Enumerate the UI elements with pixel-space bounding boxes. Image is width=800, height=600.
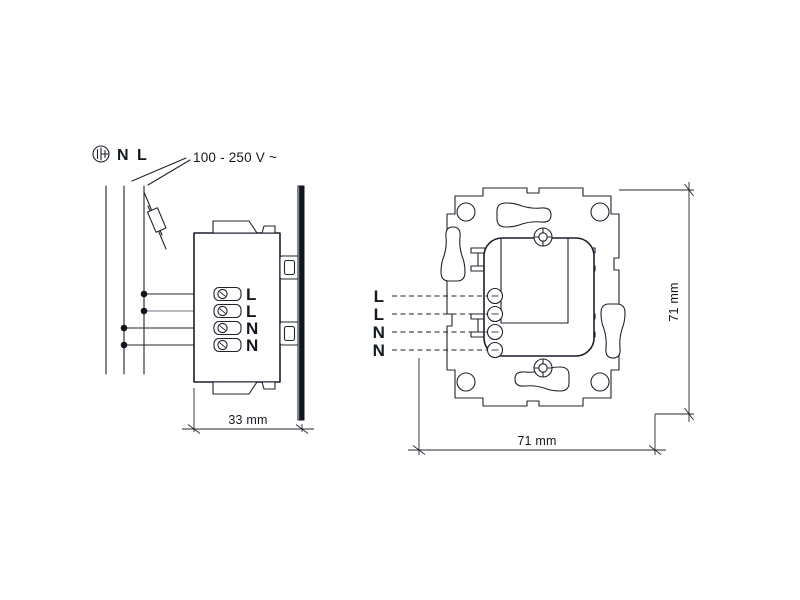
depth-dimension <box>182 388 314 434</box>
side-section-view: N L 100 - 250 V ~ <box>92 145 314 434</box>
front-elevation-view: L L N N 71 mm 71 mm <box>373 182 694 455</box>
conductor-break-icon <box>143 191 167 250</box>
terminal-block-n2 <box>213 337 242 353</box>
mounting-clip-top <box>279 255 300 280</box>
junction-dot-l2 <box>140 307 148 315</box>
height-dimension <box>619 182 694 422</box>
keyhole-slot-left <box>440 226 466 282</box>
front-terminal-label-4: N <box>373 341 386 360</box>
frame-hole-bottom-right <box>590 372 610 392</box>
keyhole-slot-top <box>496 202 552 228</box>
junction-dot-n2 <box>120 341 128 349</box>
side-terminal-label-1: L <box>246 285 257 304</box>
side-terminal-label-2: L <box>246 302 257 321</box>
device-bottom-tab <box>212 381 276 395</box>
frame-hole-top-right <box>590 202 610 222</box>
frame-hole-bottom-left <box>456 372 476 392</box>
voltage-label: 100 - 250 V ~ <box>193 150 277 165</box>
faceplate-edge <box>297 185 305 421</box>
frame-hole-top-left <box>456 202 476 222</box>
front-terminal-n2 <box>486 341 504 359</box>
keyhole-slot-bottom <box>514 366 570 392</box>
terminal-block-n1 <box>213 320 242 336</box>
cross-head-screw-top <box>533 227 553 247</box>
supply-line-label: L <box>137 147 147 164</box>
cross-head-screw-bottom <box>533 358 553 378</box>
width-dimension-label: 71 mm <box>517 434 556 448</box>
junction-dot-l1 <box>140 290 148 298</box>
voltage-leader <box>131 157 191 186</box>
earth-circle-icon <box>92 145 110 163</box>
mounting-clip-bottom <box>279 321 300 346</box>
terminal-block-l1 <box>213 286 242 302</box>
side-terminal-label-3: N <box>246 319 259 338</box>
front-terminal-l1 <box>486 287 504 305</box>
device-inner-panel <box>500 237 569 324</box>
terminal-block-l2 <box>213 303 242 319</box>
front-terminal-l2 <box>486 305 504 323</box>
width-dimension <box>408 358 666 455</box>
depth-dimension-label: 33 mm <box>228 413 267 427</box>
contact-fingers-left <box>470 247 486 338</box>
junction-dot-n1 <box>120 324 128 332</box>
front-terminal-n1 <box>486 323 504 341</box>
front-terminal-label-2: L <box>374 305 385 324</box>
side-terminal-label-4: N <box>246 336 259 355</box>
device-top-tab <box>212 220 276 234</box>
front-terminal-label-3: N <box>373 323 386 342</box>
front-terminal-label-1: L <box>374 287 385 306</box>
height-dimension-label: 71 mm <box>667 282 681 321</box>
keyhole-slot-right <box>600 303 626 359</box>
supply-neutral-label: N <box>117 147 129 164</box>
